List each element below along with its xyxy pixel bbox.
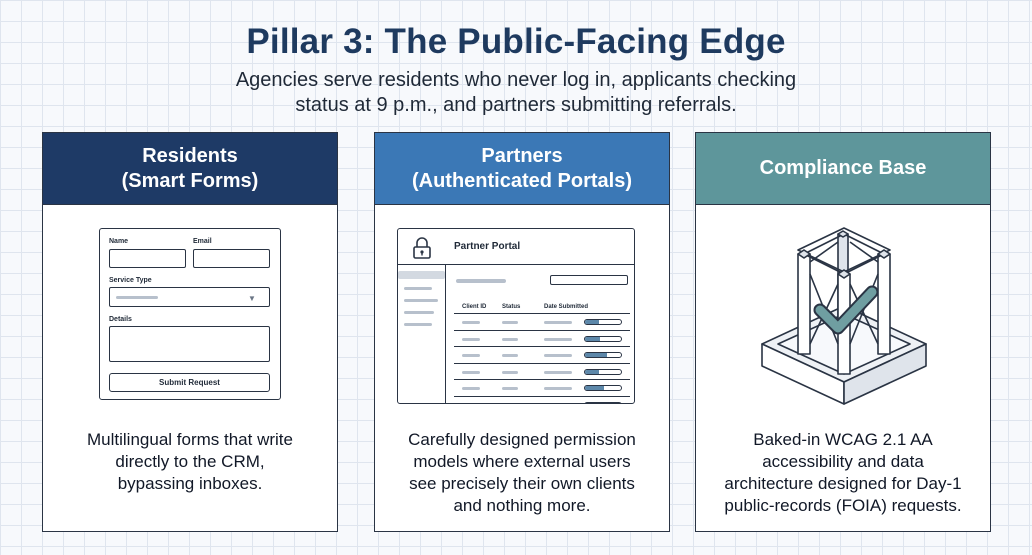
- chevron-down-icon: ▼: [248, 294, 256, 303]
- status-progress-bar: [584, 385, 622, 391]
- sidebar-item: [404, 323, 432, 326]
- table-cell: [502, 370, 518, 374]
- table-cell: [544, 321, 572, 324]
- partners-description: Carefully designed permission models whe…: [385, 429, 659, 517]
- partner-portal-illustration: Partner Portal Client ID Status Date Sub…: [375, 206, 669, 421]
- compliance-card: Compliance Base: [695, 132, 991, 532]
- description-line: accessibility and data: [762, 452, 924, 471]
- smart-form-mockup: Name Email Service Type ▼ Details Submit…: [99, 228, 281, 400]
- status-progress-fill: [585, 386, 604, 390]
- residents-card-heading: Residents (Smart Forms): [43, 133, 337, 205]
- table-cell: [462, 387, 480, 390]
- status-progress-fill: [585, 336, 601, 341]
- table-cell: [502, 354, 518, 357]
- table-row: [454, 379, 630, 397]
- partners-card-heading: Partners (Authenticated Portals): [375, 133, 669, 205]
- description-line: Carefully designed permission: [408, 430, 636, 449]
- table-cell: [462, 321, 480, 324]
- status-progress-fill: [585, 353, 607, 357]
- table-cell: [544, 370, 572, 374]
- heading-line: Partners: [481, 144, 563, 167]
- heading-line: Residents: [142, 144, 238, 167]
- select-placeholder: [116, 296, 158, 299]
- status-progress-bar: [584, 335, 622, 342]
- sidebar-item-active: [398, 271, 445, 279]
- search-input: [550, 275, 628, 285]
- portal-title: Partner Portal: [454, 241, 521, 252]
- email-field: [193, 249, 270, 268]
- portal-heading-placeholder: [456, 279, 506, 283]
- partner-portal-mockup: Partner Portal Client ID Status Date Sub…: [397, 228, 635, 404]
- partners-card: Partners (Authenticated Portals) Partner…: [374, 132, 670, 532]
- table-cell: [502, 337, 518, 341]
- details-textarea: [109, 326, 270, 362]
- email-label: Email: [193, 238, 212, 245]
- table-cell: [462, 337, 480, 341]
- table-cell: [462, 370, 480, 374]
- table-cell: [462, 354, 480, 357]
- description-line: directly to the CRM,: [115, 452, 265, 471]
- table-cell: [502, 404, 518, 405]
- details-label: Details: [109, 316, 132, 323]
- smart-form-illustration: Name Email Service Type ▼ Details Submit…: [43, 206, 337, 421]
- column-header-client-id: Client ID: [462, 304, 487, 310]
- compliance-card-heading: Compliance Base: [696, 133, 990, 205]
- residents-card: Residents (Smart Forms) Name Email Servi…: [42, 132, 338, 532]
- description-line: Multilingual forms that write: [87, 430, 293, 449]
- description-line: bypassing inboxes.: [117, 474, 263, 493]
- name-field: [109, 249, 186, 268]
- subtitle-line: status at 9 p.m., and partners submittin…: [295, 94, 737, 116]
- description-line: architecture designed for Day-1: [724, 474, 962, 493]
- status-progress-bar: [584, 401, 622, 403]
- table-row: [454, 346, 630, 364]
- table-cell: [544, 337, 572, 341]
- table-cell: [544, 354, 572, 357]
- lock-icon: [413, 237, 431, 259]
- compliance-illustration: [696, 206, 990, 421]
- residents-description: Multilingual forms that write directly t…: [53, 429, 327, 495]
- table-cell: [544, 404, 572, 405]
- heading-line: Compliance Base: [759, 157, 927, 179]
- table-cell: [544, 387, 572, 390]
- column-header-status: Status: [502, 304, 521, 310]
- submit-request-button: Submit Request: [109, 373, 270, 392]
- scaffold-tower-checkmark-icon: [761, 227, 927, 405]
- description-line: see precisely their own clients: [409, 474, 635, 493]
- compliance-description: Baked-in WCAG 2.1 AA accessibility and d…: [706, 429, 980, 517]
- subtitle-line: Agencies serve residents who never log i…: [235, 69, 797, 91]
- page-subtitle: Agencies serve residents who never log i…: [0, 68, 1032, 118]
- table-row: [454, 362, 630, 381]
- description-line: and nothing more.: [453, 496, 591, 515]
- table-cell: [502, 321, 518, 324]
- status-progress-bar: [584, 352, 622, 358]
- description-line: Baked-in WCAG 2.1 AA: [753, 430, 933, 449]
- status-progress-fill: [585, 402, 596, 403]
- portal-sidebar: [398, 265, 446, 403]
- status-progress-fill: [585, 369, 599, 374]
- sidebar-item: [404, 311, 434, 314]
- status-progress-fill: [585, 320, 599, 324]
- table-row: [454, 313, 630, 331]
- page-title: Pillar 3: The Public-Facing Edge: [246, 22, 786, 61]
- description-line: public-records (FOIA) requests.: [724, 496, 962, 515]
- portal-header: Partner Portal: [398, 229, 634, 265]
- sidebar-item: [404, 299, 438, 302]
- heading-line: (Authenticated Portals): [411, 169, 633, 192]
- column-header-date-submitted: Date Submitted: [544, 304, 589, 310]
- table-cell: [502, 387, 518, 390]
- table-cell: [462, 404, 480, 405]
- status-progress-bar: [584, 319, 622, 325]
- table-row: [454, 395, 630, 405]
- sidebar-item: [404, 287, 432, 290]
- status-progress-bar: [584, 368, 622, 375]
- table-row: [454, 329, 630, 348]
- service-type-label: Service Type: [109, 277, 152, 284]
- name-label: Name: [109, 238, 129, 245]
- heading-line: (Smart Forms): [121, 169, 259, 192]
- description-line: models where external users: [413, 452, 631, 471]
- service-type-select: [109, 287, 270, 307]
